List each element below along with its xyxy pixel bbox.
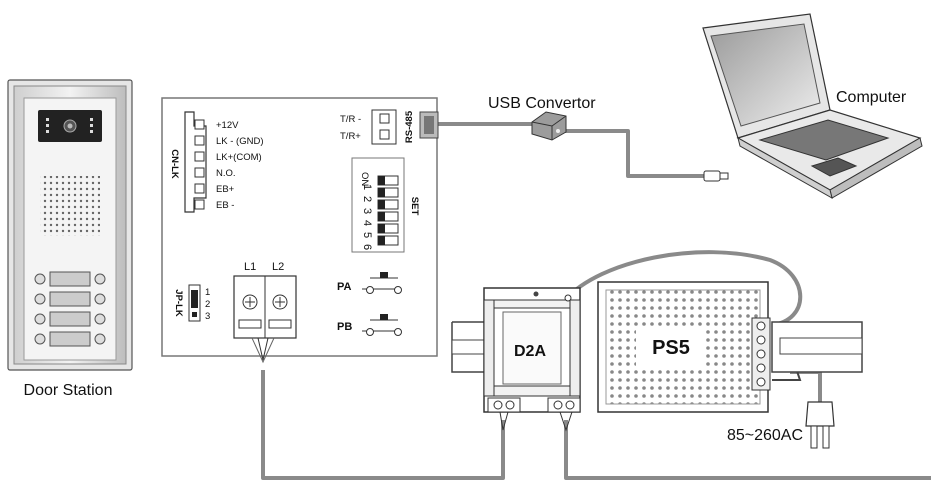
cn-lk-pin-label: EB - bbox=[216, 200, 234, 211]
cn-lk-connector: CN-LK +12V LK - (GND) LK+(COM) N.O. EB+ … bbox=[169, 111, 264, 213]
dip-number: 3 bbox=[361, 208, 373, 214]
jp-number: 3 bbox=[205, 311, 210, 322]
din-rail bbox=[451, 321, 863, 373]
dip-number: 5 bbox=[361, 232, 373, 238]
computer-label: Computer bbox=[836, 89, 907, 106]
terminal-label: L1 bbox=[244, 261, 256, 273]
call-button-row bbox=[34, 331, 106, 347]
call-button-row bbox=[34, 271, 106, 287]
output-cable bbox=[564, 420, 931, 480]
cn-lk-pin-label: +12V bbox=[216, 120, 239, 131]
usb-plug bbox=[703, 170, 729, 182]
jp-lk-jumper: JP-LK 1 2 3 bbox=[173, 284, 210, 322]
rs485-pin-label: T/R - bbox=[340, 114, 361, 125]
dip-toggle bbox=[377, 223, 399, 234]
keyboard bbox=[758, 119, 890, 161]
jp-number: 1 bbox=[205, 287, 210, 298]
rs485-label: RS-485 bbox=[404, 110, 415, 143]
lock-cable bbox=[261, 370, 505, 480]
cn-lk-label: CN-LK bbox=[169, 149, 180, 179]
button-pb-label: PB bbox=[337, 321, 352, 333]
dip-number: 6 bbox=[361, 244, 373, 250]
rs485-pin-label: T/R+ bbox=[340, 131, 361, 142]
d2a-module: D2A bbox=[483, 287, 581, 432]
dip-toggle bbox=[377, 199, 399, 210]
dip-toggle bbox=[377, 235, 399, 246]
call-button-row bbox=[34, 291, 106, 307]
terminal-label: L2 bbox=[272, 261, 284, 273]
dip-toggle bbox=[377, 211, 399, 222]
ps5-terminals bbox=[751, 317, 771, 391]
ps5-module: PS5 bbox=[597, 281, 771, 413]
main-board: CN-LK +12V LK - (GND) LK+(COM) N.O. EB+ … bbox=[161, 97, 439, 364]
cn-lk-pin-label: EB+ bbox=[216, 184, 235, 195]
cn-lk-pin-label: LK - (GND) bbox=[216, 136, 264, 147]
touchpad bbox=[810, 157, 858, 177]
mains-cable bbox=[790, 370, 822, 402]
cn-lk-pin-label: N.O. bbox=[216, 168, 236, 179]
call-buttons bbox=[34, 271, 106, 347]
dip-toggle bbox=[377, 175, 399, 186]
d2a-output-terminals bbox=[487, 397, 581, 413]
computer: Computer bbox=[702, 13, 923, 200]
speaker-grille bbox=[40, 176, 100, 236]
door-station-label: Door Station bbox=[24, 382, 113, 399]
dip-toggle bbox=[377, 187, 399, 198]
button-pa-label: PA bbox=[337, 281, 352, 293]
button-pb: PB bbox=[337, 314, 402, 336]
dip-number: 2 bbox=[361, 196, 373, 202]
dip-on-label: ON bbox=[359, 172, 370, 186]
ps5-label: PS5 bbox=[652, 337, 690, 359]
usb-cable bbox=[560, 129, 710, 178]
call-button-row bbox=[34, 311, 106, 327]
lock-terminal: L1 L2 bbox=[233, 261, 297, 364]
mains-plug: 85~260AC bbox=[727, 401, 835, 449]
door-station: Door Station bbox=[7, 79, 133, 399]
jp-lk-label: JP-LK bbox=[173, 289, 184, 317]
d2a-label: D2A bbox=[514, 343, 546, 360]
dip-number: 4 bbox=[361, 220, 373, 226]
usb-convertor: USB Convertor bbox=[488, 95, 596, 141]
mains-input-label: 85~260AC bbox=[727, 427, 803, 444]
power-loop-cable bbox=[563, 250, 803, 327]
dip-set-label: SET bbox=[409, 197, 420, 216]
jp-number: 2 bbox=[205, 299, 210, 310]
dip-switch: ON 1 2 3 4 5 6 SET bbox=[351, 157, 420, 253]
rs485-connector: T/R - T/R+ RS-485 bbox=[340, 109, 439, 145]
button-pa: PA bbox=[337, 272, 402, 294]
dip-number: 1 bbox=[361, 184, 373, 190]
cn-lk-pin-label: LK+(COM) bbox=[216, 152, 262, 163]
usb-convertor-label: USB Convertor bbox=[488, 95, 596, 112]
